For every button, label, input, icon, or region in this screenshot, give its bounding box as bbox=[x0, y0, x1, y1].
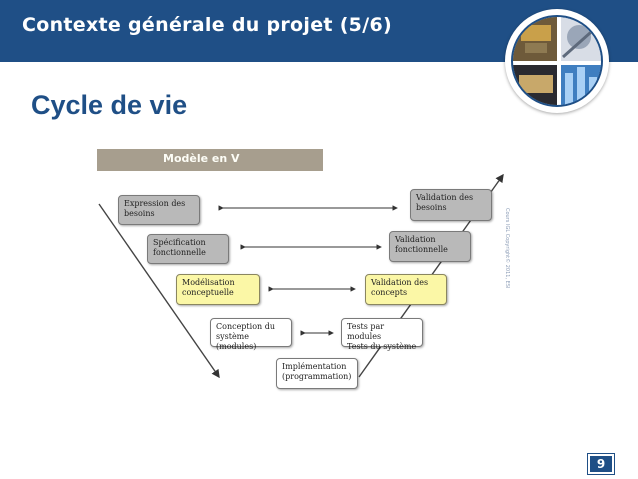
page-number: 9 bbox=[596, 457, 606, 471]
box-implementation: Implémentation (programmation) bbox=[276, 358, 358, 389]
company-logo bbox=[505, 9, 615, 119]
diagram-header: Modèle en V bbox=[97, 149, 323, 171]
v-model-diagram: Modèle en V Expression des besoins Spéci… bbox=[97, 149, 519, 393]
slide-subtitle: Cycle de vie bbox=[31, 90, 188, 120]
box-modelisation-conceptuelle: Modélisation conceptuelle bbox=[176, 274, 260, 305]
v-left-arm bbox=[98, 203, 220, 379]
logo-collage-graphic bbox=[513, 17, 601, 105]
box-expression-besoins: Expression des besoins bbox=[118, 195, 200, 225]
box-tests-modules-systeme: Tests par modules Tests du système bbox=[341, 318, 423, 351]
diagram-lines bbox=[98, 173, 504, 379]
diagram-header-label: Modèle en V bbox=[163, 152, 240, 165]
box-validation-besoins: Validation des besoins bbox=[410, 189, 492, 221]
box-specification-fonctionnelle: Spécification fonctionnelle bbox=[147, 234, 229, 264]
logo-image bbox=[511, 15, 603, 107]
copyright-note: Cours IGL Copyright© 2011, ESI bbox=[501, 208, 513, 329]
box-validation-concepts: Validation des concepts bbox=[365, 274, 447, 305]
copyright-note-text: Cours IGL Copyright© 2011, ESI bbox=[504, 208, 510, 289]
box-conception-systeme: Conception du système (modules) bbox=[210, 318, 292, 351]
page-number-badge: 9 bbox=[588, 454, 614, 474]
slide-title: Contexte générale du projet (5/6) bbox=[22, 14, 392, 36]
box-validation-fonctionnelle: Validation fonctionnelle bbox=[389, 231, 471, 262]
